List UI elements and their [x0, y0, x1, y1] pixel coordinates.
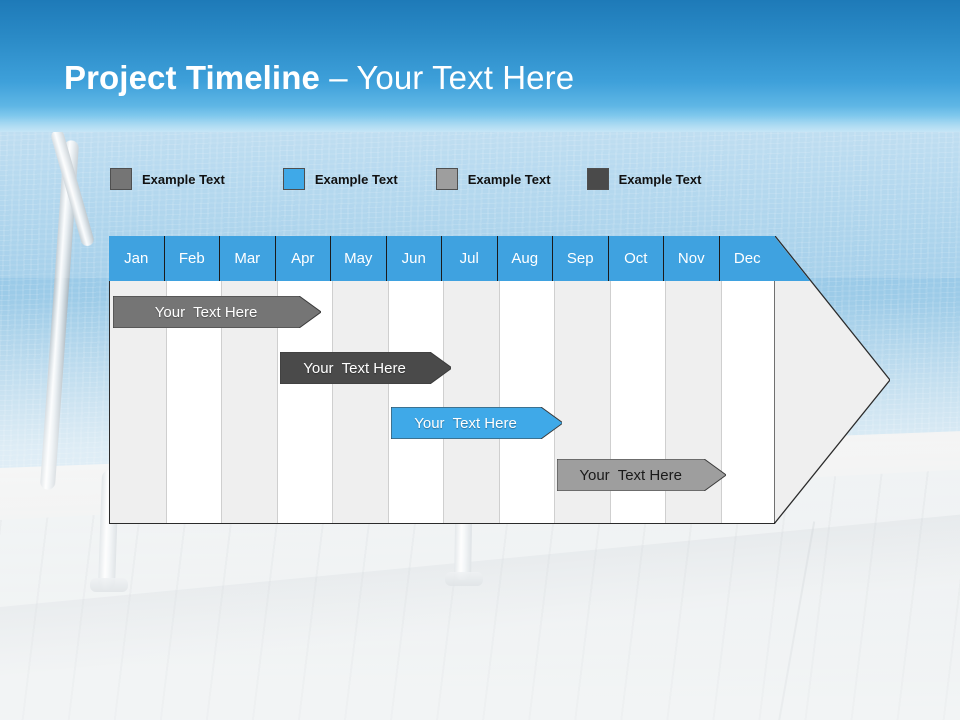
legend-label-2: Example Text — [314, 171, 398, 187]
chart-column-separator — [720, 237, 722, 523]
month-header-dec[interactable]: Dec — [719, 236, 775, 281]
legend-swatch-3 — [435, 168, 458, 190]
legend-label-1: Example Text — [142, 171, 225, 187]
legend: Example Text Example Text Example Text Exam… — [110, 168, 701, 190]
chart-column-jan — [110, 237, 166, 523]
task-bar-3[interactable]: Your Text Here — [390, 407, 563, 439]
task-bar-label-3: Your Text Here — [414, 414, 517, 432]
task-bar-label-2: Your Text Here — [303, 359, 406, 377]
month-header-nov[interactable]: Nov — [664, 236, 720, 281]
chart-column-separator — [665, 237, 666, 523]
month-header-sep[interactable]: Sep — [553, 236, 609, 281]
header-banner — [0, 0, 960, 132]
task-bar-shape-4 — [557, 459, 727, 491]
task-bar-4[interactable]: Your Text Here — [557, 459, 727, 491]
task-bar-1[interactable]: Your Text Here — [113, 296, 322, 328]
chart-column-separator — [498, 237, 500, 523]
task-bar-2[interactable]: Your Text Here — [279, 352, 452, 384]
task-bar-shape-3 — [390, 407, 563, 439]
task-bar-shape-1 — [113, 296, 322, 328]
legend-swatch-4 — [586, 168, 609, 190]
legend-label-3: Example Text — [467, 171, 551, 187]
page-title-normal: – Your Text Here — [319, 59, 575, 96]
chart-column-separator — [554, 237, 555, 523]
month-header-aug[interactable]: Aug — [497, 236, 553, 281]
legend-label-4: Example Text — [618, 171, 702, 187]
banner-glow — [0, 106, 960, 132]
month-header-mar[interactable]: Mar — [220, 236, 276, 281]
chart-column-separator — [276, 237, 278, 523]
legend-swatch-1 — [110, 168, 132, 190]
month-header-feb[interactable]: Feb — [164, 236, 220, 281]
legend-item-3: Example Text — [435, 168, 551, 190]
month-header-oct[interactable]: Oct — [608, 236, 664, 281]
month-header-may[interactable]: May — [331, 236, 387, 281]
task-bar-label-4: Your Text Here — [579, 466, 682, 484]
chart-column-separator — [443, 237, 444, 523]
chart-column-mar — [221, 237, 277, 523]
month-header-jan[interactable]: Jan — [109, 236, 165, 281]
legend-item-1: Example Text — [110, 168, 225, 190]
legend-item-2: Example Text — [282, 168, 398, 190]
month-header-apr[interactable]: Apr — [275, 236, 331, 281]
chart-column-jul — [443, 237, 499, 523]
month-header-jun[interactable]: Jun — [386, 236, 442, 281]
page-title-bold: Project Timeline — [64, 59, 320, 96]
timeline-arrowhead — [774, 236, 890, 524]
task-bar-label-1: Your Text Here — [154, 303, 258, 321]
task-bar-shape-2 — [279, 352, 452, 384]
legend-swatch-2 — [282, 168, 305, 190]
legend-item-4: Example Text — [586, 168, 702, 190]
chart-column-separator — [609, 237, 611, 523]
chart-column-separator — [165, 237, 167, 523]
month-header-jul[interactable]: Jul — [442, 236, 498, 281]
chart-column-separator — [221, 237, 222, 523]
page-title: Project Timeline – Your Text Here — [64, 58, 574, 98]
